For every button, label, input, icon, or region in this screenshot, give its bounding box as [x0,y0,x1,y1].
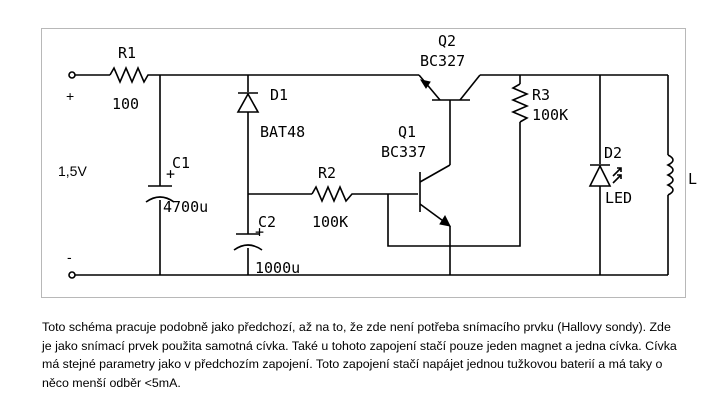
r3-resistor [510,83,530,123]
r2-value-label: 100K [312,213,348,231]
plus-terminal-label: + [66,88,74,104]
supply-voltage-label: 1,5V [58,163,87,179]
c2-value-label: 1000u [255,259,300,277]
r1-name-label: R1 [118,44,136,62]
description-caption: Toto schéma pracuje podobně jako předcho… [42,318,682,392]
d1-value-label: BAT48 [260,123,305,141]
c1-value-label: 4700u [163,198,208,216]
c1-polarity-label: + [166,165,175,183]
q2-transistor [418,74,481,101]
schematic-frame [41,28,686,298]
d2-led [588,164,622,187]
minus-terminal-label: - [67,249,72,265]
terminal-plus [68,71,76,79]
c2-polarity-label: + [255,223,264,241]
r1-resistor [109,65,152,85]
d2-name-label: D2 [604,144,622,162]
wires [75,74,669,276]
r3-value-label: 100K [532,106,568,124]
c2-capacitor [233,233,263,251]
terminal-minus [68,271,76,279]
q1-name-label: Q1 [398,123,416,141]
r1-value-label: 100 [112,95,139,113]
d2-value-label: LED [605,189,632,207]
d1-name-label: D1 [270,86,288,104]
coil-inductor [666,154,674,196]
circuit-schematic: R1 100 + - 1,5V C1 + 4700u D1 BAT48 C2 +… [58,32,697,279]
c2-name-label: C2 [258,213,276,231]
r2-name-label: R2 [318,164,336,182]
caption-text: Toto schéma pracuje podobně jako předcho… [42,320,677,390]
coil-label: L [688,170,697,188]
q1-transistor [419,164,451,227]
q2-name-label: Q2 [438,32,456,50]
r2-resistor [311,184,356,204]
q1-value-label: BC337 [381,143,426,161]
c1-name-label: C1 [172,154,190,172]
wire-q1-base-loop [387,122,521,247]
c1-capacitor [145,185,175,203]
r3-name-label: R3 [532,86,550,104]
d1-diode [236,92,260,113]
q2-value-label: BC327 [420,52,465,70]
